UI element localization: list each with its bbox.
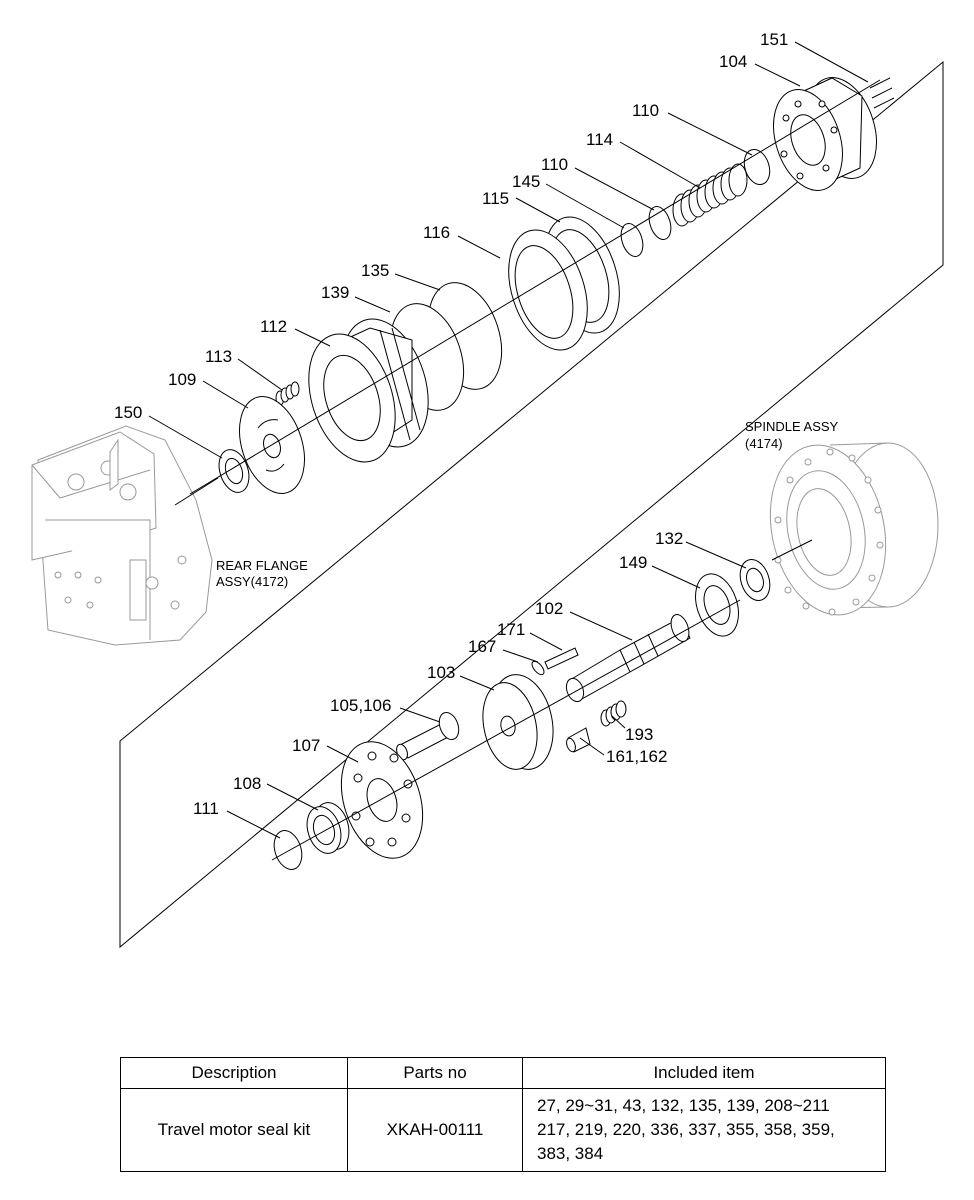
part-104-cylinder-block — [773, 77, 877, 191]
callout-139: 139 — [321, 283, 349, 302]
part-171-pin — [544, 647, 579, 670]
callout-113: 113 — [205, 347, 232, 366]
header-included-item: Included item — [522, 1057, 886, 1089]
spindle-label-line2: (4174) — [745, 436, 783, 451]
callout-108: 108 — [233, 774, 261, 793]
seal-kit-table: Description Parts no Included item Trave… — [120, 1057, 886, 1172]
callout-132: 132 — [655, 529, 683, 548]
rear-flange-assy — [31, 425, 213, 646]
callout-151: 151 — [760, 30, 788, 49]
part-161-162-piston — [566, 727, 591, 753]
callout-109: 109 — [168, 370, 196, 389]
part-167-key — [531, 660, 545, 676]
callout-104: 104 — [719, 52, 747, 71]
callout-115: 115 — [482, 189, 509, 208]
callout-110-upper: 110 — [632, 101, 659, 120]
callout-111: 111 — [193, 799, 219, 818]
part-149-bearing — [695, 573, 739, 637]
included-line-2: 217, 219, 220, 336, 337, 355, 358, 359, — [537, 1120, 835, 1139]
part-108-bushing — [306, 802, 350, 854]
included-line-3: 383, 384 — [537, 1144, 604, 1163]
part-102-drive-shaft — [565, 614, 691, 703]
callout-103: 103 — [427, 663, 455, 682]
included-line-1: 27, 29~31, 43, 132, 135, 139, 208~211 — [537, 1096, 830, 1115]
part-116-separator-plate — [508, 229, 588, 351]
header-parts-no: Parts no — [347, 1057, 523, 1089]
callout-112: 112 — [260, 317, 287, 336]
part-103-swash-plate — [482, 674, 554, 770]
cell-included-item: 27, 29~31, 43, 132, 135, 139, 208~211 21… — [522, 1088, 886, 1172]
callout-171: 171 — [497, 620, 525, 639]
callout-105-106: 105,106 — [330, 696, 391, 715]
assembly-boundary — [119, 60, 944, 949]
part-110-shim-lower — [648, 206, 672, 240]
cell-description: Travel motor seal kit — [120, 1088, 348, 1172]
part-193-spring — [600, 700, 627, 727]
callout-161-162: 161,162 — [606, 747, 667, 766]
rear-flange-label-line2: ASSY(4172) — [216, 574, 288, 589]
part-132-oil-seal — [739, 559, 771, 601]
table-row: Travel motor seal kit XKAH-00111 27, 29~… — [120, 1088, 886, 1172]
exploded-parts-diagram: REAR FLANGE ASSY(4172) SPINDLE ASSY (417… — [31, 30, 944, 949]
callout-102: 102 — [535, 599, 563, 618]
part-111-snap-ring — [273, 830, 303, 870]
table-header-row: Description Parts no Included item — [120, 1057, 886, 1089]
callout-110-lower: 110 — [541, 155, 568, 174]
callout-149: 149 — [619, 553, 647, 572]
callout-135: 135 — [361, 261, 389, 280]
callout-145: 145 — [512, 172, 540, 191]
callout-116: 116 — [423, 223, 450, 242]
part-112-piston — [308, 318, 429, 463]
header-description: Description — [120, 1057, 348, 1089]
part-107-retainer-plate — [340, 741, 424, 859]
spindle-label-line1: SPINDLE ASSY — [745, 419, 839, 434]
part-105-106-piston-shoe — [396, 711, 460, 761]
part-151-pins — [869, 77, 895, 109]
part-113-spring — [275, 381, 300, 406]
rear-flange-label-line1: REAR FLANGE — [216, 558, 308, 573]
callout-107: 107 — [292, 736, 320, 755]
callout-150: 150 — [114, 403, 142, 422]
callout-193: 193 — [625, 725, 653, 744]
callout-167: 167 — [468, 637, 496, 656]
leader-lines — [148, 41, 869, 839]
spindle-assy — [769, 442, 939, 616]
part-114-spring — [672, 163, 748, 227]
callout-114: 114 — [586, 130, 613, 149]
cell-parts-no: XKAH-00111 — [347, 1088, 523, 1172]
